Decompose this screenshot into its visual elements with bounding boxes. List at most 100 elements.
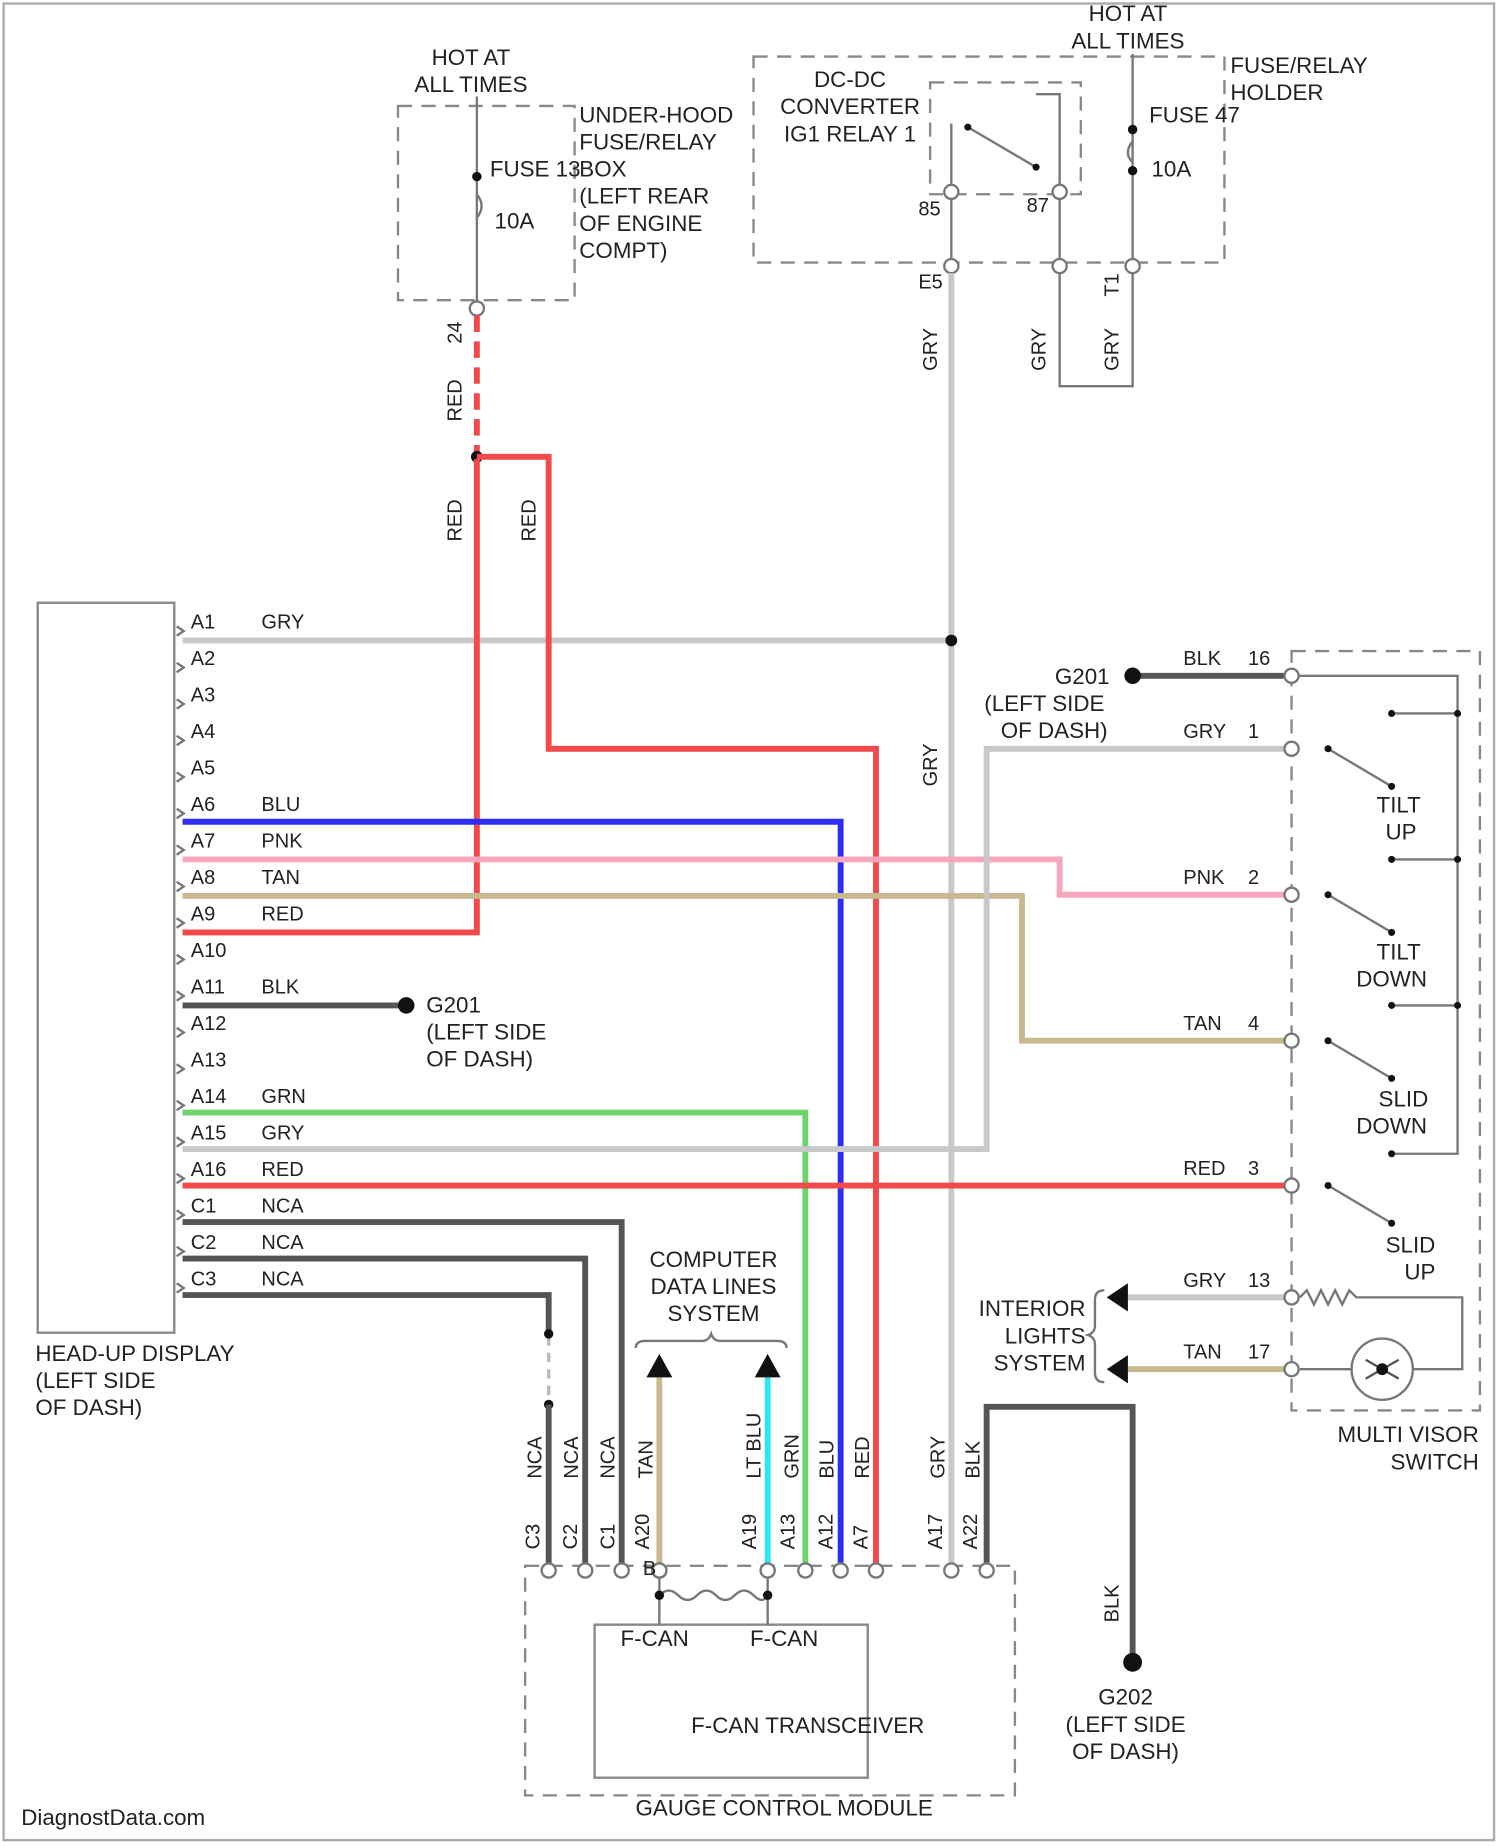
visor-title-1: MULTI VISOR	[1338, 1422, 1479, 1447]
gry-label-3: GRY	[1101, 328, 1123, 371]
switch-slid-up-label-2: UP	[1404, 1260, 1435, 1285]
gauge-pin-label: C3	[522, 1524, 544, 1550]
hud-pin-label: C3	[191, 1269, 217, 1291]
hud-pin-label: A13	[191, 1050, 227, 1072]
relay-contact-dot-1	[964, 124, 971, 131]
gauge-wire-label: NCA	[525, 1436, 547, 1479]
hud-wire-color-label: NCA	[261, 1196, 304, 1218]
g201-mid-label-3: OF DASH)	[426, 1047, 533, 1072]
hud-pin-marker	[177, 736, 184, 745]
switch-slid-up: SLID UP	[1325, 1182, 1436, 1285]
gauge-wire-label: GRN	[781, 1434, 803, 1478]
gauge-wire-label: RED	[852, 1436, 874, 1478]
hud-wire-color-label: GRN	[261, 1086, 305, 1108]
interior-lights-label-3: SYSTEM	[994, 1350, 1086, 1375]
wires	[183, 273, 1286, 1672]
gry-label-4: GRY	[920, 743, 942, 786]
gauge-pin-terminal	[944, 1563, 958, 1577]
relay-inner-outline	[930, 82, 1081, 194]
gauge-pin-terminal	[542, 1563, 556, 1577]
hud-pin-marker	[177, 699, 184, 708]
hud-pin-label: C1	[191, 1196, 217, 1218]
relay-pin-b-label: 87	[1027, 195, 1049, 217]
visor-pin-number: 3	[1248, 1158, 1259, 1180]
hud-wire-color-label: NCA	[261, 1232, 304, 1254]
visor-pin-number: 2	[1248, 867, 1259, 889]
t1-label: T1	[1101, 273, 1123, 296]
fuse47-node-1	[1128, 125, 1137, 134]
visor-pin-number: 1	[1248, 721, 1259, 743]
g201-top-label-2: (LEFT SIDE	[984, 691, 1104, 716]
switch-slid-down-dot-2	[1388, 1075, 1395, 1082]
g201-mid-dot	[398, 997, 414, 1013]
gauge-pin-label: B	[643, 1558, 656, 1580]
visor-wire-color: TAN	[1183, 1013, 1222, 1035]
hud-wire-color-label: GRY	[261, 1123, 304, 1145]
hud-pin-label: A6	[191, 794, 215, 816]
hud-pin-label: A9	[191, 904, 215, 926]
g201-mid-label-2: (LEFT SIDE	[426, 1020, 546, 1045]
hud-wire-color-label: RED	[261, 1159, 303, 1181]
visor-pin-terminal	[1284, 669, 1298, 683]
hud-wire-color-label: RED	[261, 904, 303, 926]
red-label-left: RED	[445, 499, 467, 541]
visor-bus-dot-3	[1388, 856, 1395, 863]
switch-slid-down-dot-1	[1325, 1037, 1332, 1044]
visor-wire-color: PNK	[1183, 867, 1225, 889]
hud-pin-marker	[177, 626, 184, 635]
arrow-up-ltblu	[755, 1354, 781, 1378]
data-lines-label-3: SYSTEM	[668, 1301, 760, 1326]
hud-wire-color-label: NCA	[261, 1269, 304, 1291]
gauge-pin-terminal	[798, 1563, 812, 1577]
switch-slid-up-label-1: SLID	[1386, 1233, 1436, 1258]
arrow-left-17	[1107, 1355, 1128, 1383]
hud-title-1: HEAD-UP DISPLAY	[35, 1341, 234, 1366]
fcan-l-label: F-CAN	[620, 1626, 688, 1651]
hud-pin-label: A4	[191, 721, 215, 743]
arrow-left-13	[1107, 1283, 1128, 1311]
hud-pin-label: C2	[191, 1232, 217, 1254]
switch-slid-down-label-1: SLID	[1379, 1087, 1429, 1112]
visor-pin-number: 17	[1248, 1342, 1270, 1364]
fcan-h-label: F-CAN	[750, 1626, 818, 1651]
visor-pin-terminal	[1284, 1034, 1298, 1048]
t1-terminal	[1126, 259, 1140, 273]
underhood-label-5: OF ENGINE	[579, 211, 702, 236]
hud-pin-marker	[177, 1028, 184, 1037]
dcdc-label-2: CONVERTER	[780, 94, 920, 119]
switch-tilt-down-dot-1	[1325, 891, 1332, 898]
switch-slid-down: SLID DOWN	[1325, 1037, 1429, 1139]
switch-slid-up-dot-1	[1325, 1182, 1332, 1189]
visor-wire-color: GRY	[1183, 721, 1226, 743]
interior-lights-label-2: LIGHTS	[1005, 1323, 1086, 1348]
g202-dot	[1123, 1653, 1142, 1672]
hud-pin-marker	[177, 1174, 184, 1183]
hud-pin-marker	[177, 1210, 184, 1219]
wire-pnk-a7	[183, 859, 1286, 894]
gauge-pin-label: A19	[739, 1514, 761, 1550]
gry-splice	[945, 635, 957, 647]
switch-slid-up-dot-2	[1388, 1220, 1395, 1227]
visor-pin-terminal	[1284, 1362, 1298, 1376]
g201-mid-label-1: G201	[426, 992, 481, 1017]
gauge-pin-label: C2	[560, 1524, 582, 1550]
underhood-label-6: COMPT)	[579, 238, 667, 263]
hud-pin-label: A12	[191, 1013, 227, 1035]
gauge-pin-terminal	[869, 1563, 883, 1577]
dcdc-label-3: IG1 RELAY 1	[784, 121, 916, 146]
relay-pin-a-term	[944, 185, 958, 199]
relay-contact-arm	[968, 127, 1036, 167]
underhood-label-4: (LEFT REAR	[579, 184, 709, 209]
gauge-wire-label: GRY	[927, 1436, 949, 1479]
hud-pin-label: A3	[191, 685, 215, 707]
visor-common-bus	[1292, 676, 1458, 1154]
wire-nca-c3	[183, 1295, 549, 1336]
visor-pin-terminal	[1284, 1290, 1298, 1304]
visor-pin-number: 13	[1248, 1270, 1270, 1292]
switch-tilt-up-label-1: TILT	[1377, 792, 1422, 817]
hud-pin-label: A2	[191, 648, 215, 670]
hud-pin-marker	[177, 918, 184, 927]
wire-nca-c2	[183, 1259, 586, 1566]
interior-lights-brace	[1088, 1290, 1104, 1382]
gauge-pin-terminal	[834, 1563, 848, 1577]
